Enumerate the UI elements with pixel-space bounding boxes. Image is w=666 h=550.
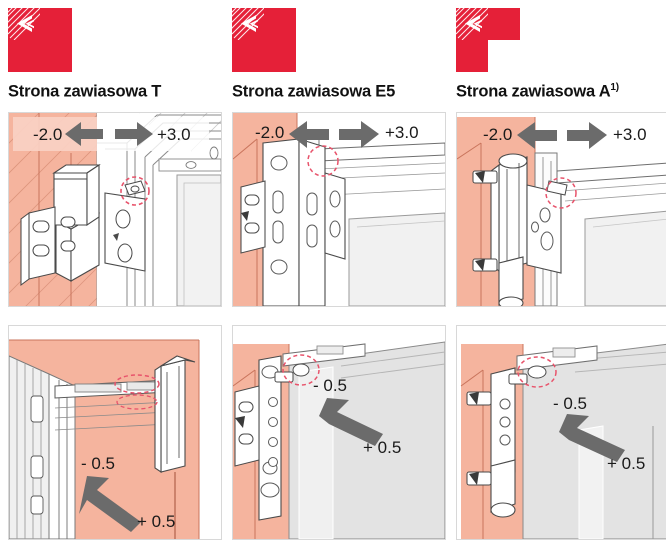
- page-title-a: Strona zawiasowa A1): [456, 82, 619, 102]
- heading-text: Strona zawiasowa E5: [232, 82, 396, 101]
- diagonal-double-arrow: [79, 476, 141, 532]
- horizontal-double-arrow: [289, 121, 379, 148]
- hinge-illustration-t-bottom: [9, 326, 221, 539]
- column-strona-zawiasowa-t: Strona zawiasowa T: [8, 0, 222, 550]
- column-strona-zawiasowa-a: Strona zawiasowa A1): [456, 0, 666, 550]
- panel-t-top: -2.0 +3.0: [8, 112, 222, 307]
- horizontal-double-arrow: [65, 122, 153, 146]
- page-title-e5: Strona zawiasowa E5: [232, 82, 395, 102]
- panel-e5-bottom: - 0.5 + 0.5: [232, 325, 446, 540]
- chevron-mark-icon: [456, 8, 488, 40]
- heading-text: Strona zawiasowa A: [456, 82, 611, 101]
- hinge-illustration-e5-top: [233, 113, 445, 306]
- heading-text: Strona zawiasowa T: [8, 82, 162, 101]
- panel-a-top: -2.0 +3.0: [456, 112, 666, 307]
- brand-logo-icon: [8, 8, 72, 72]
- label-negative-tolerance: -2.0: [483, 125, 513, 144]
- chevron-mark-icon: [232, 8, 264, 40]
- label-positive-tolerance: + 0.5: [607, 454, 646, 473]
- page-title-t: Strona zawiasowa T: [8, 82, 161, 102]
- diagonal-double-arrow: [319, 398, 383, 446]
- horizontal-double-arrow: [517, 122, 607, 149]
- hinge-illustration-e5-bottom: [233, 326, 445, 539]
- label-positive-tolerance: +3.0: [613, 125, 647, 144]
- column-strona-zawiasowa-e5: Strona zawiasowa E5: [232, 0, 446, 550]
- label-positive-tolerance: + 0.5: [363, 438, 402, 457]
- diagonal-double-arrow: [559, 414, 625, 462]
- label-negative-tolerance: -2.0: [33, 125, 63, 144]
- hinge-illustration-t-top: [9, 113, 221, 306]
- panel-a-bottom: - 0.5 + 0.5: [456, 325, 666, 540]
- label-positive-tolerance: + 0.5: [137, 512, 176, 531]
- label-positive-tolerance: +3.0: [157, 125, 191, 144]
- label-positive-tolerance: +3.0: [385, 123, 419, 142]
- label-negative-tolerance: - 0.5: [81, 454, 116, 473]
- hinge-illustration-a-top: [457, 113, 666, 306]
- label-negative-tolerance: - 0.5: [313, 376, 348, 395]
- panel-e5-top: -2.0 +3.0: [232, 112, 446, 307]
- brand-logo-split-icon: [456, 8, 520, 72]
- hinge-illustration-a-bottom: [457, 326, 666, 539]
- label-negative-tolerance: - 0.5: [553, 394, 588, 413]
- panel-t-bottom: - 0.5 + 0.5: [8, 325, 222, 540]
- brand-logo-icon: [232, 8, 296, 72]
- label-negative-tolerance: -2.0: [255, 123, 285, 142]
- chevron-mark-icon: [8, 8, 40, 40]
- heading-superscript: 1): [610, 82, 619, 93]
